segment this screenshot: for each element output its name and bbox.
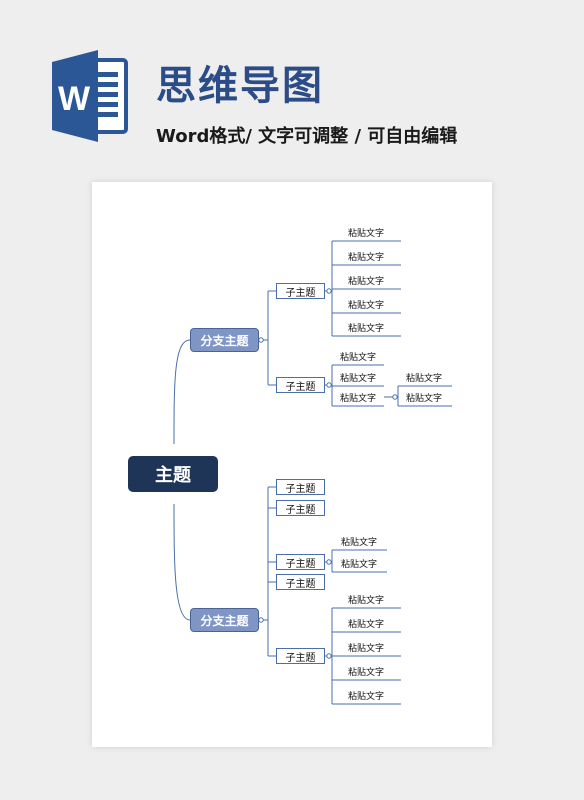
document-page: 主题 分支主题 子主题 子主题 粘贴文字 粘贴文字 粘贴文字 粘贴文字 粘贴文字…	[92, 182, 492, 747]
subtopic-node[interactable]: 子主题	[276, 500, 325, 516]
leaf-text[interactable]: 粘贴文字	[348, 644, 385, 654]
mindmap-connectors	[173, 240, 452, 705]
leaf-text[interactable]: 粘贴文字	[340, 374, 377, 384]
leaf-text[interactable]: 粘贴文字	[348, 620, 385, 630]
leaf-text[interactable]: 粘贴文字	[348, 253, 385, 263]
branch-topic-node[interactable]: 分支主题	[190, 608, 259, 632]
page-title: 思维导图	[156, 63, 324, 109]
logo-letter: W	[58, 80, 91, 118]
leaf-text[interactable]: 粘贴文字	[341, 538, 378, 548]
leaf-text[interactable]: 粘贴文字	[340, 353, 377, 363]
subtopic-node[interactable]: 子主题	[276, 479, 325, 495]
subtopic-node[interactable]: 子主题	[276, 283, 325, 299]
leaf-text[interactable]: 粘贴文字	[348, 277, 385, 287]
subtopic-node[interactable]: 子主题	[276, 554, 325, 570]
leaf-text[interactable]: 粘贴文字	[341, 560, 378, 570]
leaf-text[interactable]: 粘贴文字	[348, 229, 385, 239]
leaf-text[interactable]: 粘贴文字	[348, 596, 385, 606]
leaf-text[interactable]: 粘贴文字	[406, 374, 443, 384]
word-logo-icon: W	[52, 50, 128, 142]
main-topic-node[interactable]: 主题	[128, 456, 218, 492]
page-subtitle: Word格式/ 文字可调整 / 可自由编辑	[156, 126, 458, 147]
subtopic-node[interactable]: 子主题	[276, 648, 325, 664]
leaf-text[interactable]: 粘贴文字	[348, 668, 385, 678]
leaf-text[interactable]: 粘贴文字	[348, 301, 385, 311]
leaf-text[interactable]: 粘贴文字	[406, 394, 443, 404]
subtopic-node[interactable]: 子主题	[276, 574, 325, 590]
leaf-text[interactable]: 粘贴文字	[340, 394, 377, 404]
leaf-text[interactable]: 粘贴文字	[348, 324, 385, 334]
subtopic-node[interactable]: 子主题	[276, 377, 325, 393]
branch-topic-node[interactable]: 分支主题	[190, 328, 259, 352]
leaf-text[interactable]: 粘贴文字	[348, 692, 385, 702]
